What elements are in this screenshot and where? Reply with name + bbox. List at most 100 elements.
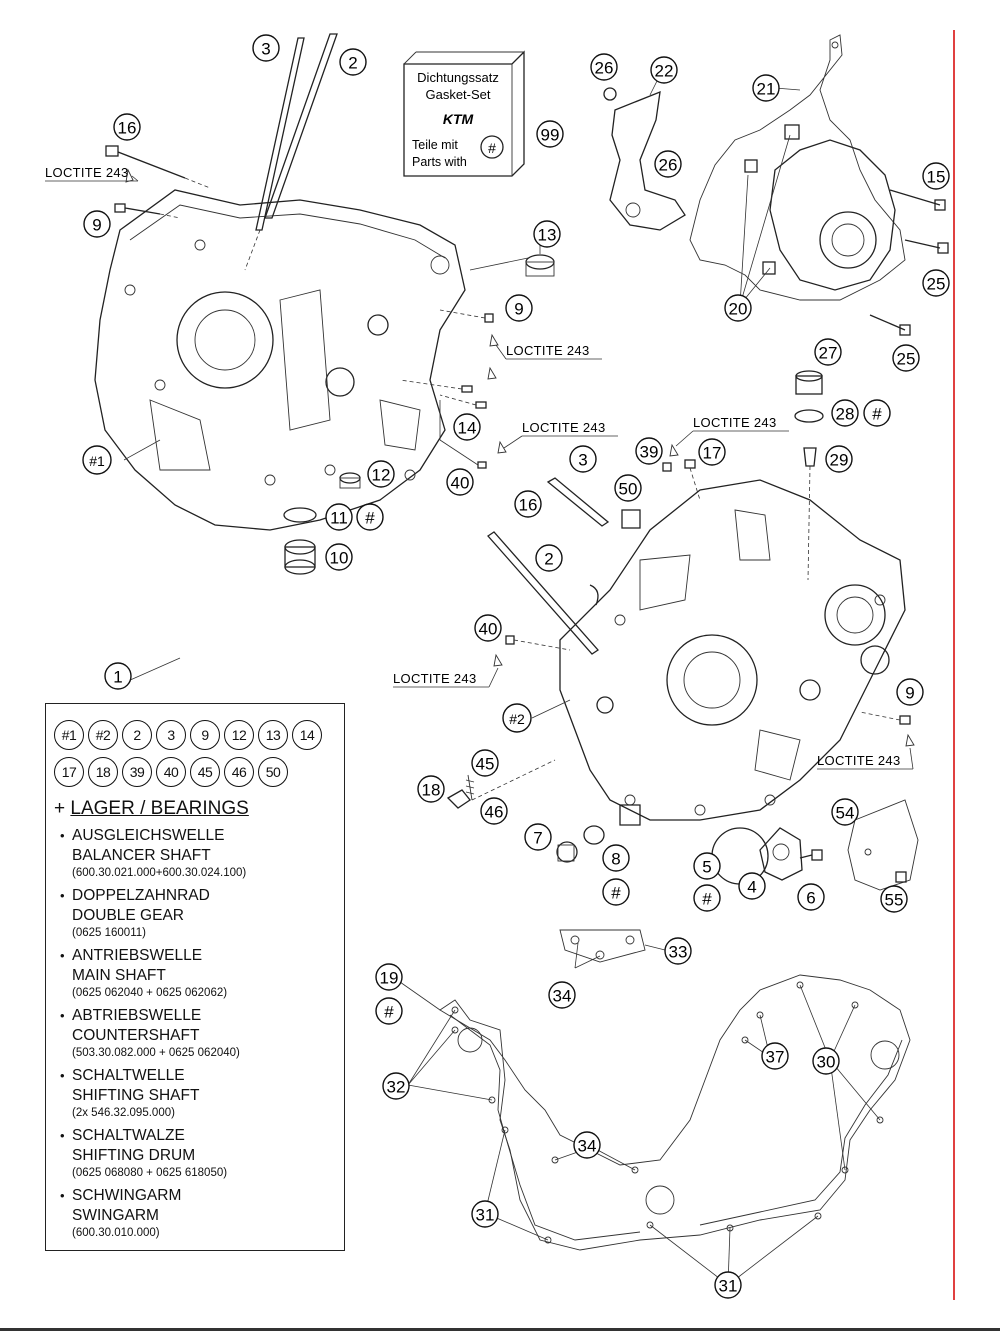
callout-45: 45 <box>471 749 499 777</box>
svg-text:#1: #1 <box>89 453 105 469</box>
svg-text:15: 15 <box>927 168 946 187</box>
svg-text:#: # <box>384 1003 394 1022</box>
bearing-item: SCHALTWALZE SHIFTING DRUM (0625 068080 +… <box>60 1126 340 1180</box>
parts-badge: 12 <box>224 720 254 750</box>
bearing-name-de: ANTRIEBSWELLE <box>60 946 340 966</box>
callout-5-hash: # <box>693 884 721 912</box>
callout-34-upper: 34 <box>548 981 576 1009</box>
bearing-name-de: AUSGLEICHSWELLE <box>60 826 340 846</box>
callout-8: 8 <box>602 844 630 872</box>
svg-text:2: 2 <box>348 54 357 73</box>
parts-list-box: #1 #2 2 3 9 12 13 14 17 18 39 40 45 46 5… <box>45 703 345 1251</box>
oil-filler-plug-27 <box>794 370 824 581</box>
callout-22: 22 <box>650 56 678 84</box>
svg-text:28: 28 <box>836 405 855 424</box>
parts-badge: 13 <box>258 720 288 750</box>
svg-text:3: 3 <box>261 40 270 59</box>
bearing-part-number: (2x 546.32.095.000) <box>72 1107 175 1119</box>
bushing-12 <box>339 472 361 489</box>
callout-54: 54 <box>831 798 859 826</box>
bearing-name-de: SCHWINGARM <box>60 1186 340 1206</box>
parts-badge-row-2: 17 18 39 40 45 46 50 <box>54 757 288 787</box>
svg-text:9: 9 <box>905 684 914 703</box>
gasket-54 <box>847 799 919 891</box>
callout-10: 10 <box>325 543 353 571</box>
bottom-rule <box>0 1328 1000 1331</box>
callout-30: 30 <box>812 1047 840 1075</box>
parts-badge: #2 <box>88 720 118 750</box>
callout-7: 7 <box>524 823 552 851</box>
bearing-name-de: DOPPELZAHNRAD <box>60 886 340 906</box>
bushing-13 <box>469 254 555 277</box>
callout-40-upper: 40 <box>446 468 474 496</box>
bearing-item: ANTRIEBSWELLE MAIN SHAFT (0625 062040 + … <box>60 946 340 1000</box>
parts-badge: 40 <box>156 757 186 787</box>
svg-text:9: 9 <box>514 300 523 319</box>
bearing-item: SCHALTWELLE SHIFTING SHAFT (2x 546.32.09… <box>60 1066 340 1120</box>
svg-text:10: 10 <box>330 549 349 568</box>
svg-text:9: 9 <box>92 216 101 235</box>
svg-text:45: 45 <box>476 755 495 774</box>
svg-text:30: 30 <box>817 1053 836 1072</box>
bolts-right-upper <box>493 443 701 667</box>
stud-bolts-right <box>487 477 610 655</box>
svg-text:18: 18 <box>422 781 441 800</box>
gasket-33 <box>559 929 646 963</box>
callout-11-hash: # <box>356 503 384 531</box>
callout-20: 20 <box>724 294 752 322</box>
bolts-9-14-40 <box>399 309 507 469</box>
svg-text:#: # <box>611 884 621 903</box>
bolts-15-25 <box>869 189 949 336</box>
bearing-part-number: (600.30.021.000+600.30.024.100) <box>72 867 247 879</box>
callout-h2: #2 <box>502 703 532 733</box>
seal-ring-8 <box>583 825 605 845</box>
loctite-label-4: LOCTITE 243 <box>693 415 777 430</box>
parts-badge: 18 <box>88 757 118 787</box>
svg-text:40: 40 <box>451 474 470 493</box>
bracket-22 <box>603 87 686 231</box>
margin-line <box>953 30 955 1300</box>
right-crankcase-half <box>559 479 906 826</box>
bearing-name-en: MAIN SHAFT <box>72 967 166 984</box>
loctite-label-6: LOCTITE 243 <box>817 753 901 768</box>
callout-28: 28 <box>831 399 859 427</box>
bearing-part-number: (0625 160011) <box>72 927 146 939</box>
parts-badge: 50 <box>258 757 288 787</box>
svg-text:55: 55 <box>885 891 904 910</box>
bearing-list: AUSGLEICHSWELLE BALANCER SHAFT (600.30.0… <box>60 826 340 1246</box>
parts-badge: 46 <box>224 757 254 787</box>
svg-text:5: 5 <box>702 858 711 877</box>
leader-lines <box>111 74 881 1286</box>
svg-text:7: 7 <box>533 829 542 848</box>
svg-text:4: 4 <box>747 878 756 897</box>
svg-text:12: 12 <box>372 466 391 485</box>
callout-17: 17 <box>698 438 726 466</box>
gasket-21 <box>689 34 906 301</box>
parts-badge: #1 <box>54 720 84 750</box>
svg-text:29: 29 <box>830 451 849 470</box>
callout-14: 14 <box>453 413 481 441</box>
parts-badge: 9 <box>190 720 220 750</box>
parts-badge: 45 <box>190 757 220 787</box>
callout-37: 37 <box>761 1042 789 1070</box>
callout-31-right: 31 <box>714 1271 742 1299</box>
loctite-label-2: LOCTITE 243 <box>506 343 590 358</box>
parts-badge: 3 <box>156 720 186 750</box>
left-crankcase-half <box>94 189 466 531</box>
callout-h1: #1 <box>82 445 112 475</box>
callout-34-lower: 34 <box>573 1131 601 1159</box>
callout-13: 13 <box>533 220 561 248</box>
svg-text:#: # <box>702 890 712 909</box>
callout-26-mid: 26 <box>654 150 682 178</box>
parts-badge: 2 <box>122 720 152 750</box>
bolt-55 <box>895 871 907 883</box>
parts-badge: 14 <box>292 720 322 750</box>
svg-text:20: 20 <box>729 300 748 319</box>
crankcase-gasket <box>439 974 911 1251</box>
svg-text:27: 27 <box>819 344 838 363</box>
stud-bolts-left <box>244 33 338 271</box>
callout-2-mid: 2 <box>535 544 563 572</box>
svg-text:34: 34 <box>578 1137 597 1156</box>
